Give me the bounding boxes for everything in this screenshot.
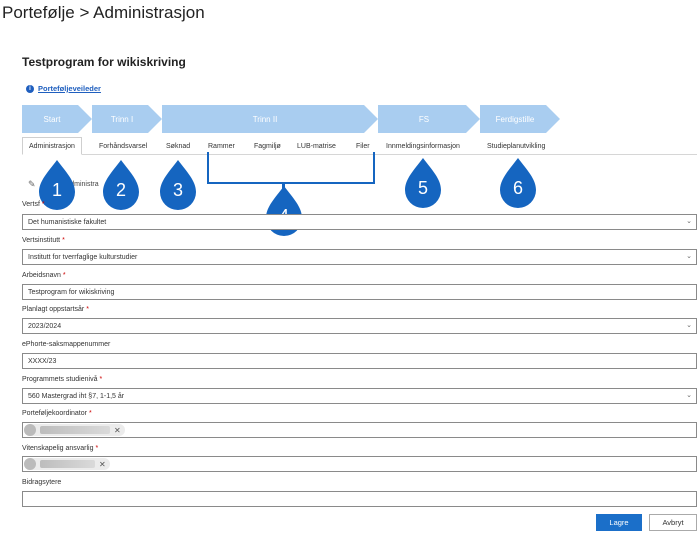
oppstartsar-label: Planlagt oppstartsår * [22, 306, 89, 313]
redacted-name [40, 426, 110, 434]
save-button[interactable]: Lagre [596, 514, 642, 531]
bracket-stem [282, 183, 285, 193]
remove-person-icon[interactable]: ✕ [99, 459, 106, 469]
trinn-2-bracket [207, 152, 375, 184]
chevron-down-icon: ⌄ [686, 322, 692, 329]
info-icon: i [26, 84, 34, 93]
edit-label: Administra [65, 181, 99, 188]
tab-filer[interactable]: Filer [356, 142, 370, 150]
arbeidsnavn-label: Arbeidsnavn * [22, 272, 66, 279]
vertsinstitutt-label: Vertsinstitutt * [22, 237, 65, 244]
redacted-name [40, 460, 95, 468]
chevron-down-icon: ⌄ [686, 253, 692, 260]
tab-fagmiljo[interactable]: Fagmiljø [254, 142, 281, 150]
ephorte-input[interactable]: XXXX/23 [22, 353, 697, 369]
avatar [24, 424, 36, 436]
studieniva-select[interactable]: 560 Mastergrad iht §7, 1-1,5 år⌄ [22, 388, 697, 404]
callout-number-3: 3 [172, 180, 183, 200]
step-start: Start [22, 105, 92, 133]
step-ferdigstille: Ferdigstille [480, 105, 560, 133]
avatar [24, 458, 36, 470]
ansvarlig-label: Vitenskapelig ansvarlig * [22, 445, 99, 452]
koordinator-field[interactable]: ✕ [22, 422, 697, 438]
studieniva-label: Programmets studienivå * [22, 376, 103, 383]
tab-bar: Administrasjon Forhåndsvarsel Søknad Ram… [22, 137, 697, 155]
ephorte-label: ePhorte-saksmappenummer [22, 341, 111, 348]
callout-number-2: 2 [115, 180, 126, 200]
pencil-icon[interactable]: ✎ [28, 179, 36, 189]
koordinator-label: Porteføljekoordinator * [22, 410, 92, 417]
bidragsytere-input[interactable] [22, 491, 697, 507]
edit-row: ✎ Administra [28, 179, 99, 190]
arbeidsnavn-input[interactable]: Testprogram for wikiskriving [22, 284, 697, 300]
page-title: Portefølje > Administrasjon [2, 3, 205, 22]
step-fs: FS [378, 105, 480, 133]
vertsfakultet-select[interactable]: Det humanistiske fakultet⌄ [22, 214, 697, 230]
step-trinn-2: Trinn II [162, 105, 378, 133]
tab-innmeldingsinformasjon[interactable]: Innmeldingsinformasjon [386, 142, 460, 150]
vertsinstitutt-select[interactable]: Institutt for tverrfaglige kulturstudier… [22, 249, 697, 265]
guide-row: i Porteføljeveileder [26, 84, 101, 93]
tab-soknad[interactable]: Søknad [166, 142, 191, 150]
vertsfakultet-label: Vertsf * [22, 201, 45, 208]
callout-number-1: 1 [51, 180, 62, 200]
tab-studieplanutvikling[interactable]: Studieplanutvikling [487, 142, 546, 150]
step-trinn-1: Trinn I [92, 105, 162, 133]
tab-forhandsvarsel[interactable]: Forhåndsvarsel [99, 142, 148, 150]
callout-number-5: 5 [417, 178, 428, 198]
cancel-button[interactable]: Avbryt [649, 514, 697, 531]
program-title: Testprogram for wikiskriving [22, 55, 186, 69]
chevron-down-icon: ⌄ [686, 218, 692, 225]
tab-lub-matrise[interactable]: LUB-matrise [297, 142, 336, 150]
chevron-down-icon: ⌄ [686, 392, 692, 399]
tab-rammer[interactable]: Rammer [208, 142, 235, 150]
portfolio-guide-link[interactable]: Porteføljeveileder [38, 84, 101, 93]
oppstartsar-select[interactable]: 2023/2024⌄ [22, 318, 697, 334]
callout-number-6: 6 [512, 178, 523, 198]
bidragsytere-label: Bidragsytere [22, 479, 62, 486]
person-chip: ✕ [24, 424, 125, 436]
remove-person-icon[interactable]: ✕ [114, 425, 121, 435]
tab-administrasjon[interactable]: Administrasjon [22, 137, 82, 155]
ansvarlig-field[interactable]: ✕ [22, 456, 697, 472]
person-chip: ✕ [24, 458, 110, 470]
